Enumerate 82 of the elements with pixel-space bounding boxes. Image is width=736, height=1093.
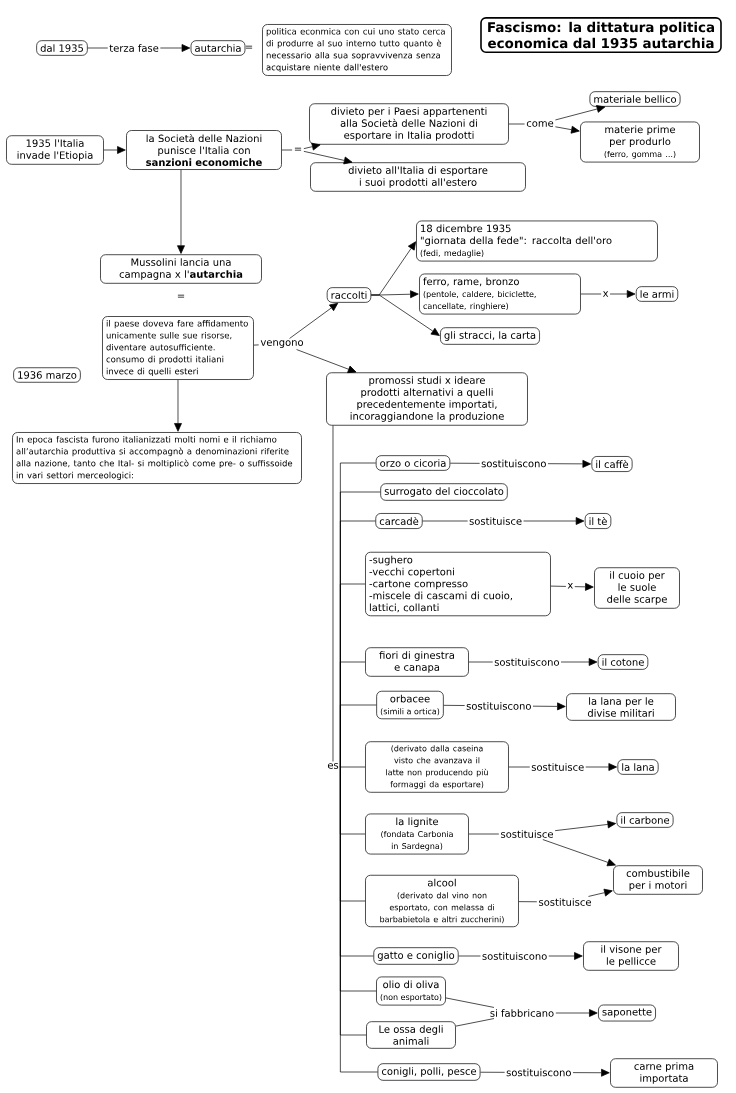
arrow — [177, 169, 185, 254]
concept-box: politica econmica con cui uno stato cerca di produrre al suo interno tutto quanto è necessario alla sua sopravvivenza senza acquistare niente dall'estero — [262, 24, 452, 76]
concept-box: il carbone — [616, 812, 674, 828]
arrow — [588, 888, 613, 897]
edge-label: sostituiscono — [464, 700, 533, 712]
edge-label: x — [565, 581, 575, 591]
concept-box: dal 1935 — [36, 40, 88, 56]
connector-line — [340, 704, 377, 767]
arrow — [555, 105, 606, 121]
concept-box: il caffè — [591, 456, 633, 472]
title-box: Fascismo: la dittatura politica economica dal 1935 autarchia — [480, 17, 722, 53]
concept-box: orzo o cicoria — [375, 455, 451, 471]
connector-line — [445, 997, 495, 1008]
edge-label: x — [601, 289, 611, 299]
connector-line — [468, 833, 500, 835]
concept-box: 1936 marzo — [13, 367, 81, 383]
connector-line — [518, 901, 538, 903]
concept-box: la Società delle Nazioni punisce l'Italia con sanzioni economiche — [126, 130, 282, 170]
arrow — [303, 142, 321, 151]
arrow — [103, 146, 126, 154]
edge-label: terza fase — [107, 42, 161, 54]
concept-box: materiale bellico — [589, 91, 681, 107]
concept-box: Mussolini lancia una campagna x l'autarchia — [100, 254, 262, 284]
concept-box: carcadè — [375, 513, 423, 529]
concept-box: promossi studi x ideare prodotti alternativi a quelli precedentemente importati, incoraggiandone la produzione — [326, 372, 528, 426]
equals-sign: = — [177, 294, 185, 298]
concept-box: carne prima importata — [610, 1058, 718, 1088]
arrow — [303, 151, 353, 165]
concept-box: il cuoio per le suole delle scarpe — [594, 567, 680, 609]
arrow — [555, 125, 580, 134]
edge-label: sostituisce — [529, 761, 586, 773]
arrow — [174, 379, 182, 432]
concept-box: gatto e coniglio — [373, 947, 459, 965]
connector-line — [455, 1018, 495, 1027]
concept-box: conigli, polli, pesce — [377, 1063, 481, 1081]
edge-label: sostituiscono — [504, 1067, 573, 1078]
edge-label: sostituiscono — [480, 950, 549, 962]
concept-box: gli stracci, la carta — [440, 327, 540, 345]
connector-line — [332, 425, 334, 762]
concept-box: il tè — [584, 513, 612, 529]
concept-box: combustibile per i motori — [613, 865, 703, 895]
linking-phrase: vengono — [258, 338, 306, 350]
concept-box: surrogato del cioccolato — [380, 483, 508, 501]
linking-phrase: si fabbricano — [488, 1007, 556, 1019]
concept-box: il paese doveva fare affidamento unicamente sulle sue risorse, diventare autosufficiente. consumo di prodotti italiani invece di quelli esteri — [102, 316, 254, 380]
concept-box: Le ossa degli animali — [366, 1021, 456, 1049]
equals-sign: = — [245, 45, 253, 49]
concept-box: fiori di ginestra e canapa — [365, 647, 469, 677]
concept-box: raccolti — [326, 287, 372, 303]
concept-box: la lana per le divise militari — [566, 693, 676, 721]
linking-phrase: sostituisce — [537, 896, 593, 908]
concept-box: il cotone — [597, 654, 649, 670]
concept-box: divieto all'Italia di esportare i suoi prodotti all'estero — [310, 162, 526, 192]
connector-line — [253, 344, 260, 346]
concept-box: -sughero -vecchi copertoni -cartone compresso -miscele di cascami di cuoio, lattici, collanti — [365, 551, 551, 617]
arrow — [550, 582, 594, 591]
concept-box: la lana — [617, 759, 659, 775]
edge-label: sostituisce — [467, 515, 524, 527]
connector-line — [340, 765, 366, 768]
arrow — [542, 839, 616, 867]
arrow — [370, 294, 440, 336]
linking-phrase: es — [325, 761, 341, 771]
concept-box: autarchia — [190, 40, 246, 56]
connector-line — [281, 149, 293, 151]
arrow — [554, 820, 616, 831]
edge-label: sostituiscono — [492, 656, 562, 668]
edge-label: sostituiscono — [479, 458, 548, 469]
arrow — [289, 302, 339, 339]
connector-line — [340, 765, 378, 1073]
concept-box: divieto per i Paesi appartenenti alla Società delle Nazioni di esportare in Italia prodotti — [309, 103, 509, 145]
concept-box: le armi — [635, 286, 679, 302]
concept-box: saponette — [598, 1004, 656, 1022]
linking-phrase: come — [524, 119, 556, 129]
concept-box: In epoca fascista furono italianizzati molti nomi e il richiamo all’autarchia produttiva si accompagnò a denominazioni riferite alla nazione, tanto che Ital- si moltiplicò come pre- o suffissoide in vari settori merceologici: — [12, 432, 302, 484]
arrow — [296, 349, 357, 373]
arrow — [555, 1009, 598, 1017]
connector-line — [508, 123, 525, 125]
linking-phrase: = — [292, 146, 304, 154]
linking-phrase: sostituisce — [499, 828, 555, 840]
concept-box: 1935 l'Italia invade l'Etiopia — [6, 135, 104, 165]
arrow — [580, 290, 636, 298]
concept-box: il visone per le pellicce — [583, 941, 679, 971]
